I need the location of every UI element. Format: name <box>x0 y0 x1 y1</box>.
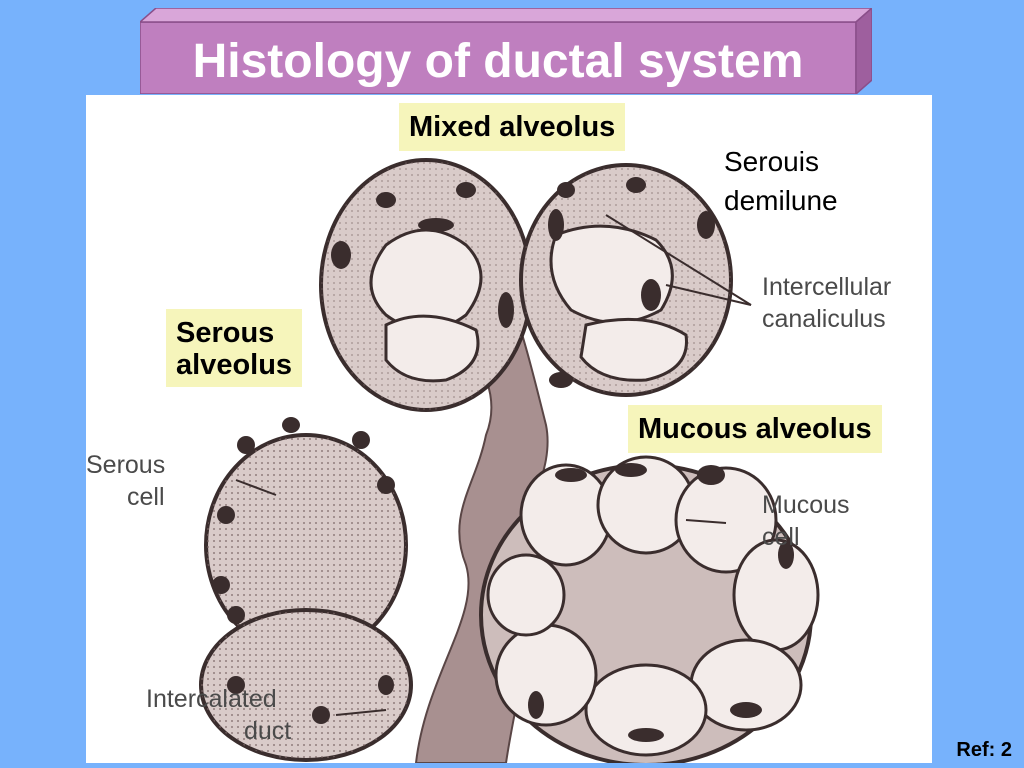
title-banner-shape <box>140 8 872 94</box>
label-canaliculus: canaliculus <box>762 305 886 333</box>
serous-alveolus <box>199 433 413 762</box>
label-serous-cell-1: Serous <box>86 451 166 479</box>
title-banner: Histology of ductal system <box>140 8 872 94</box>
mixed-alveolus-left <box>319 158 533 412</box>
reference-note: Ref: 2 <box>956 739 1012 761</box>
callout-serous-alveolus: Serous alveolus <box>166 309 303 387</box>
callout-serous-demilune-2: demilune <box>724 185 838 216</box>
leader-lines <box>235 214 752 716</box>
label-mucous-cell-1: Mucous <box>762 491 850 519</box>
label-mucous-cell-2: cell <box>762 523 800 551</box>
label-intercalated-2: duct <box>244 717 292 745</box>
label-intercellular: Intercellular <box>762 273 892 301</box>
page-title: Histology of ductal system <box>192 35 804 88</box>
callout-serous-alveolus-line1: Serous <box>176 317 275 349</box>
label-intercalated-1: Intercalated <box>146 685 277 713</box>
callout-mucous-alveolus: Mucous alveolus <box>628 405 882 453</box>
label-serous-cell-2: cell <box>127 483 165 511</box>
callout-serous-alveolus-line2: alveolus <box>176 349 293 381</box>
histology-illustration <box>199 158 820 763</box>
callout-mixed-alveolus: Mixed alveolus <box>399 103 626 151</box>
mucous-alveolus <box>479 455 820 763</box>
mixed-alveolus-right <box>519 163 733 397</box>
nuclei <box>212 177 794 742</box>
histology-figure: Intercellular canaliculus Serous cell Mu… <box>86 95 932 763</box>
callout-serous-demilune-1: Serouis <box>724 146 819 177</box>
